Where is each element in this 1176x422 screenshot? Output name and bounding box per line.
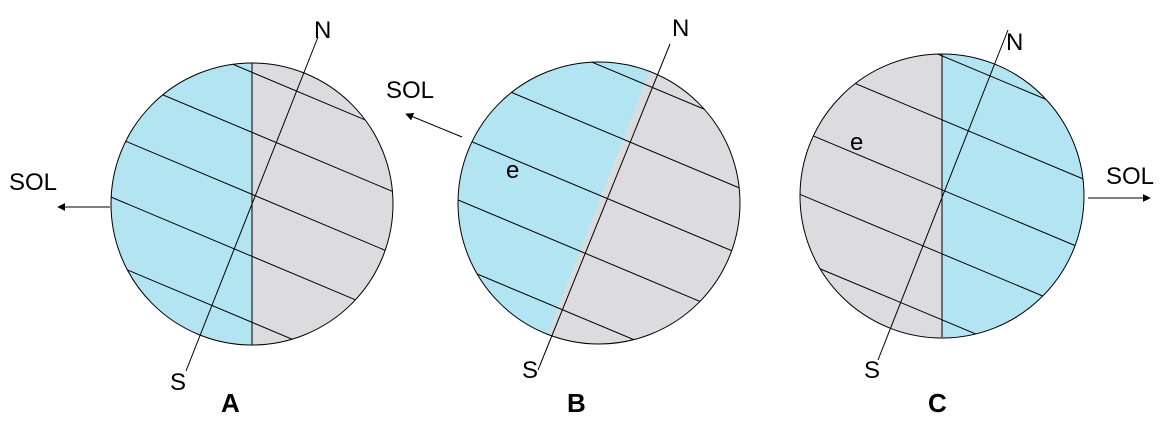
- globe-b-caption: B: [567, 388, 586, 417]
- globe-b-north-label: N: [672, 15, 689, 42]
- globe-c-axis: [877, 29, 1009, 361]
- globe-b-south-label: S: [522, 357, 538, 384]
- globe-b-latitude-label: e: [506, 157, 519, 184]
- globe-a-lit-half: [111, 63, 252, 345]
- globe-b-sun-label: SOL: [386, 77, 434, 104]
- globe-a: N S SOL A: [9, 17, 394, 418]
- globe-a-south-label: S: [170, 369, 186, 396]
- globe-a-caption: A: [221, 388, 240, 417]
- globe-b-dark-half: [528, 62, 740, 344]
- globe-c-sun-label: SOL: [1106, 163, 1154, 190]
- globe-c-lit-half: [942, 54, 1084, 338]
- globe-b-outline: [457, 61, 741, 345]
- globe-a-sun-label: SOL: [9, 169, 57, 196]
- globe-b: N S e SOL B: [386, 15, 741, 418]
- globe-a-dark-half: [252, 63, 393, 345]
- globe-c-south-label: S: [864, 357, 880, 384]
- globe-c-dark-half: [800, 54, 942, 338]
- globe-b-axis: [537, 43, 671, 371]
- globe-c: N S e SOL C: [799, 29, 1154, 418]
- globe-b-sun-arrow: [405, 113, 463, 138]
- globe-b-lit-half: [458, 62, 670, 344]
- globe-c-latitude-label: e: [850, 129, 863, 156]
- globe-a-outline: [110, 62, 394, 346]
- globe-c-caption: C: [928, 388, 947, 417]
- globe-a-north-label: N: [314, 17, 331, 44]
- globe-c-outline: [799, 53, 1085, 339]
- globe-a-axis: [185, 36, 319, 372]
- globe-c-north-label: N: [1006, 29, 1023, 56]
